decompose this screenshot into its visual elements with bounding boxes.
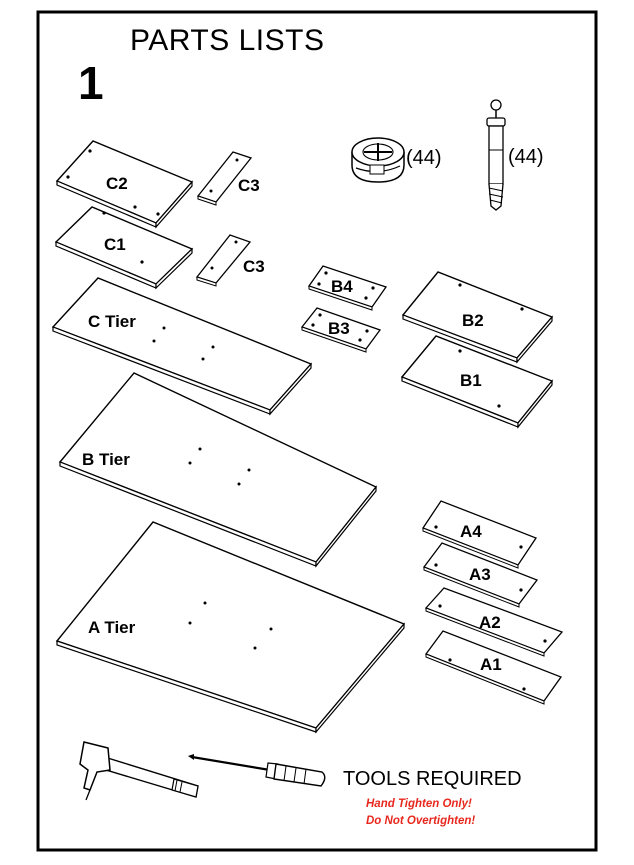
cam-bolt-icon [486,99,506,211]
label-c1: C1 [104,235,126,254]
label-c2: C2 [106,174,128,193]
step-number: 1 [78,57,104,109]
part-c2: C2 [55,140,194,229]
part-b2: B2 [401,271,554,364]
part-b3: B3 [300,307,382,353]
part-a2: A2 [424,587,564,657]
label-c3-top: C3 [238,176,260,195]
part-b1: B1 [400,335,554,429]
hammer-icon [79,741,199,801]
label-b1: B1 [460,371,482,390]
cam-lock-icon [351,137,405,183]
cam-lock-quantity: (44) [406,147,442,169]
label-a3: A3 [469,565,491,584]
part-a1: A1 [424,630,563,705]
label-c-tier: C Tier [88,312,136,331]
part-c3-bottom: C3 [195,234,265,287]
part-b4: B4 [307,265,388,311]
part-a3: A3 [422,542,539,608]
label-a-tier: A Tier [88,618,136,637]
hand-tighten-note: Hand Tighten Only! [366,798,472,810]
page-frame [36,10,598,852]
label-b3: B3 [328,319,350,338]
label-b2: B2 [462,311,484,330]
label-a4: A4 [460,522,482,541]
screwdriver-icon [188,754,326,787]
label-a1: A1 [480,655,502,674]
part-a-tier: A Tier [55,521,406,734]
overtighten-warning: Do Not Overtighten! [366,815,476,827]
cam-bolt-quantity: (44) [508,146,544,168]
page-title: PARTS LISTS [130,24,325,57]
part-c-tier: C Tier [51,277,313,416]
label-a2: A2 [479,613,501,632]
tools-required-heading: TOOLS REQUIRED [343,768,522,790]
label-b-tier: B Tier [82,450,130,469]
label-b4: B4 [331,277,353,296]
part-a4: A4 [422,500,537,569]
part-c1: C1 [54,206,194,290]
part-c3-top: C3 [196,151,260,206]
part-b-tier: B Tier [58,372,378,568]
label-c3-bottom: C3 [243,257,265,276]
